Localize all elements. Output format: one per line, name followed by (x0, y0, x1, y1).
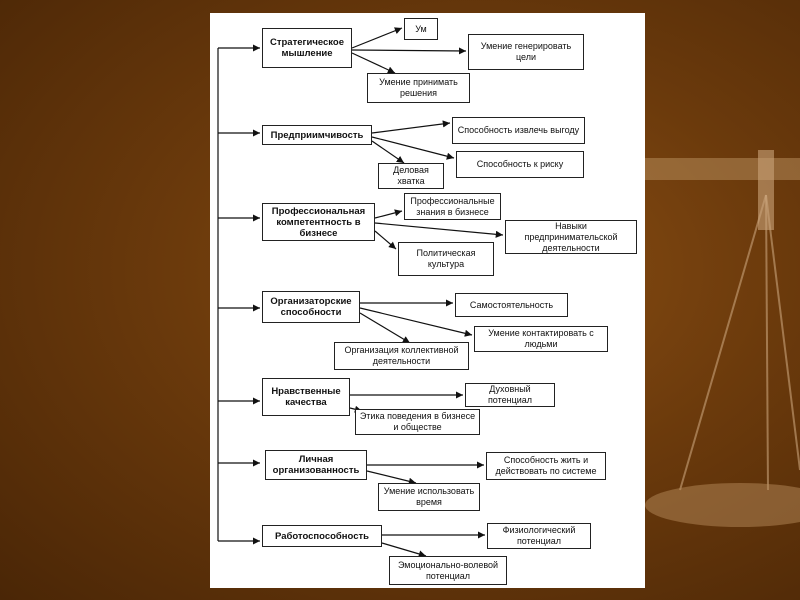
node-professional-knowledge: Профессиональные знания в бизнесе (404, 193, 501, 220)
node-ethics: Этика поведения в бизнесе и обществе (355, 409, 480, 435)
node-use-time: Умение использовать время (378, 483, 480, 511)
node-independence: Самостоятельность (455, 293, 568, 317)
node-personal-organization: Личная организованность (265, 450, 367, 480)
node-make-decisions: Умение принимать решения (367, 73, 470, 103)
node-emotional-will-potential: Эмоционально-волевой потенциал (389, 556, 507, 585)
node-risk: Способность к риску (456, 151, 584, 178)
node-physiological-potential: Физиологический потенциал (487, 523, 591, 549)
node-moral-qualities: Нравственные качества (262, 378, 350, 416)
diagram-sheet: Стратегическое мышление Ум Умение генери… (210, 13, 645, 588)
node-professional-competence: Профессиональная компетентность в бизнес… (262, 203, 375, 241)
node-spiritual-potential: Духовный потенциал (465, 383, 555, 407)
node-strategic-thinking: Стратегическое мышление (262, 28, 352, 68)
node-entrepreneur-skills: Навыки предпринимательской деятельности (505, 220, 637, 254)
node-extract-benefit: Способность извлечь выгоду (452, 117, 585, 144)
node-workability: Работоспособность (262, 525, 382, 547)
node-contact-people: Умение контактировать с людьми (474, 326, 608, 352)
node-political-culture: Политическая культура (398, 242, 494, 276)
node-mind: Ум (404, 18, 438, 40)
node-collective-organization: Организация коллективной деятельности (334, 342, 469, 370)
node-business-grip: Деловая хватка (378, 163, 444, 189)
connector-lines (217, 27, 504, 558)
node-enterprise: Предприимчивость (262, 125, 372, 145)
node-live-by-system: Способность жить и действовать по систем… (486, 452, 606, 480)
node-organizational-abilities: Организаторские способности (262, 291, 360, 323)
node-generate-goals: Умение генерировать цели (468, 34, 584, 70)
